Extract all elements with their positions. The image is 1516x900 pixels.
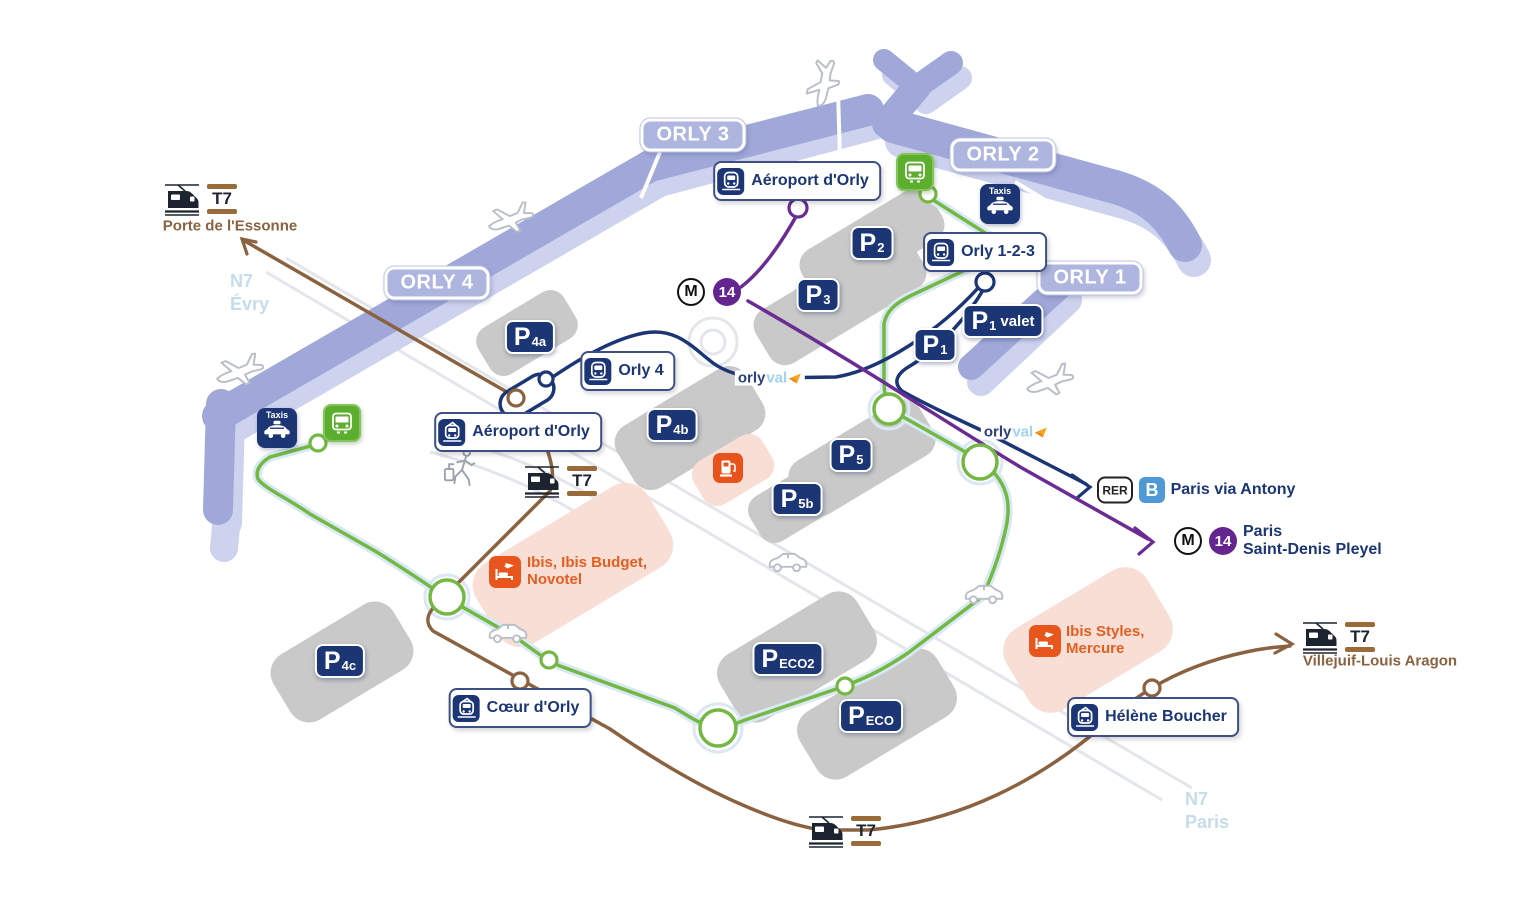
roundabout-roads [423,387,1004,754]
parking-areas [270,188,957,780]
road-roundabout [687,316,739,368]
metro-train-icon [717,167,745,195]
station-metro-aeroport-orly: Aéroport d'Orly [713,161,881,201]
rer-line-b-icon: B [1139,477,1165,503]
hotel-icon [489,556,521,588]
fuel-station-icon [713,453,743,483]
orlyval-arrow-icon [788,372,802,384]
metro-line14-icon: 14 [1209,527,1237,555]
orlyval-line [532,285,1093,500]
metro14-line [739,211,1156,556]
t7-tram-side-icon [807,813,845,849]
car-icon [765,549,809,576]
rer-icon: RER [1097,476,1133,504]
pedestrian-icon [443,446,481,490]
tram-icon [1071,703,1099,731]
bus-stop-icon [323,404,361,442]
metro-m-icon: M [1174,527,1202,555]
metro-train-icon [927,238,955,266]
t7-stop-porte-essonne: T7 [163,181,237,217]
orlyval-arrow-icon [1034,426,1048,438]
car-icon [961,581,1005,608]
t7-stop-label: Porte de l'Essonne [162,217,298,235]
t7-tram-side-icon [523,463,561,499]
terminal-tag-orly3: ORLY 3 [640,118,746,152]
t7-stop-south: T7 [807,813,881,849]
plane-icon [484,197,539,240]
t7-stop-orly4: T7 [523,463,597,499]
t7-stop-villejuif: T7 [1301,619,1375,655]
t7-tram-side-icon [163,181,201,217]
tram-icon [452,694,480,722]
t7-tram-side-icon [1301,619,1339,655]
plane-icon [795,50,851,113]
station-coeur-orly: Cœur d'Orly [448,688,592,728]
tram-icon [438,418,466,446]
station-orly-1-2-3: Orly 1-2-3 [923,232,1047,272]
hotel-label-novotel: Ibis, Ibis Budget,Novotel [527,554,648,588]
car-icon [485,620,529,647]
bus-route-line [252,171,1013,733]
metro-m-icon: M [677,278,705,306]
hotel-icon [1029,625,1061,657]
rer-b-destination: Paris via Antony [1170,480,1296,498]
terminal-tag-orly2: ORLY 2 [950,138,1056,172]
taxi-stand-icon: Taxis [980,184,1020,224]
metro-line14-icon: 14 [713,278,741,306]
stop-rings [308,184,1162,748]
station-orly-4: Orly 4 [580,351,676,391]
taxi-stand-icon: Taxis [257,408,297,448]
bus-stop-icon [896,153,934,191]
station-tram-aeroport-orly: Aéroport d'Orly [434,412,602,452]
hotel-label-mercure: Ibis Styles,Mercure [1066,623,1145,657]
plane-icon [1022,358,1079,403]
terminal-tag-orly4: ORLY 4 [384,266,490,300]
terminal-tag-orly1: ORLY 1 [1037,261,1143,295]
station-helene-boucher: Hélène Boucher [1067,697,1239,737]
plane-icon [212,348,269,393]
metro-train-icon [584,357,612,385]
t7-stop-label: Villejuif-Louis Aragon [1302,652,1458,670]
